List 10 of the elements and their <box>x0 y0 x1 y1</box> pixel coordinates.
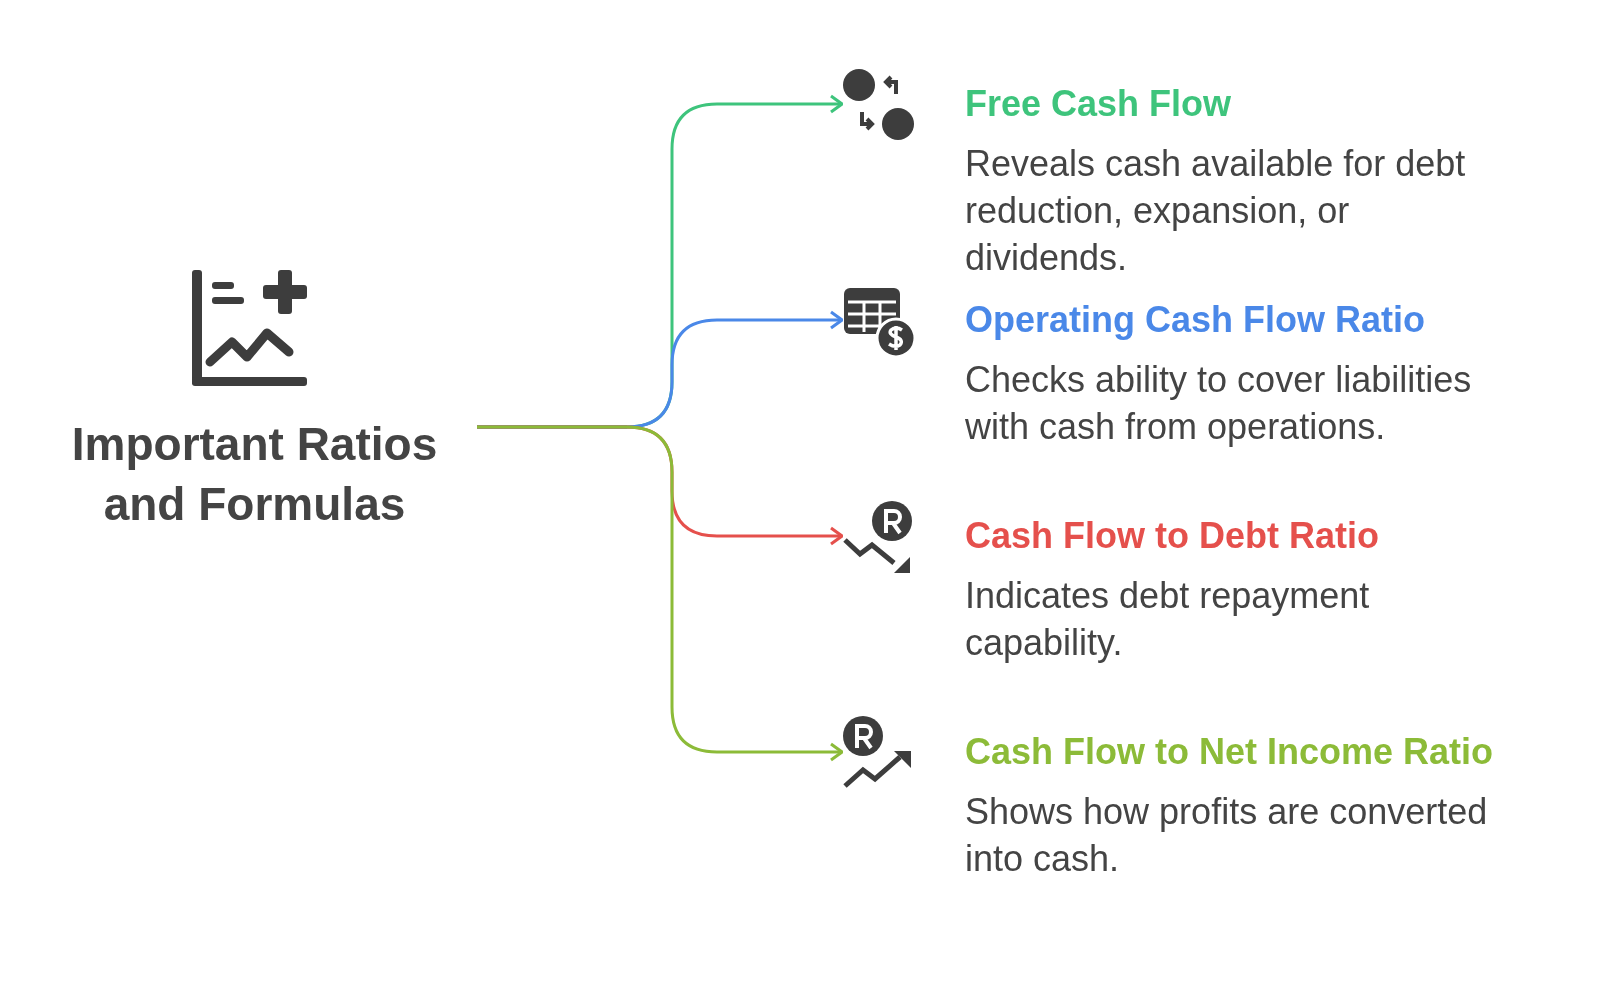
item-heading: Cash Flow to Debt Ratio <box>965 514 1379 558</box>
item-heading: Operating Cash Flow Ratio <box>965 298 1426 342</box>
item-description: Checks ability to cover liabilities with cash from operations. <box>965 358 1473 449</box>
item-description: Indicates debt repayment capability. <box>965 574 1371 665</box>
item-description: Shows how profits are converted into cash. <box>965 790 1489 881</box>
topic-title: Important Ratios and Formulas <box>70 417 439 532</box>
item-heading: Free Cash Flow <box>965 82 1232 126</box>
arrow <box>477 425 844 762</box>
item-description: Reveals cash available for debt reduction, expansion, or dividends. <box>965 142 1467 280</box>
item-heading: Cash Flow to Net Income Ratio <box>965 730 1494 774</box>
